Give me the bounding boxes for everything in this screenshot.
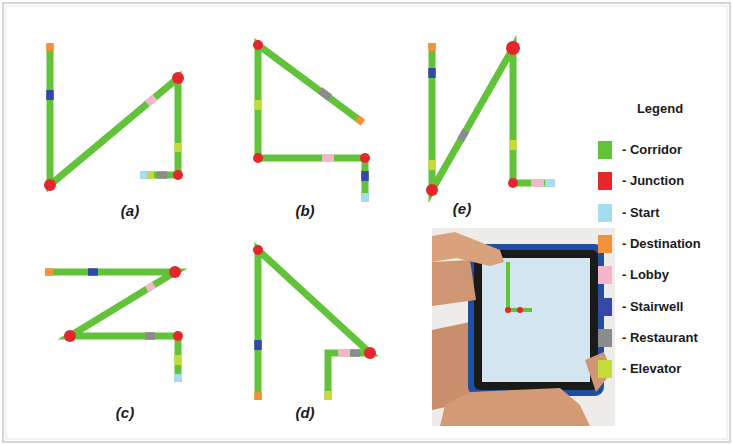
legend-text: - Elevator — [622, 361, 681, 376]
route-feature — [254, 340, 262, 350]
route-feature — [428, 43, 436, 51]
legend-swatch — [598, 235, 612, 253]
route-feature — [147, 171, 154, 179]
legend-text: - Stairwell — [622, 299, 683, 314]
route-feature — [140, 171, 147, 179]
legend-swatch — [598, 360, 612, 378]
route-feature — [88, 268, 98, 276]
route-feature — [460, 130, 466, 140]
route-feature — [174, 143, 182, 152]
tablet-screen — [482, 258, 590, 382]
junction-marker — [173, 170, 183, 180]
figure-frame — [3, 3, 730, 442]
legend-text: - Start — [622, 205, 660, 220]
route-feature — [545, 179, 555, 187]
tablet-bezel — [474, 250, 598, 390]
route-feature — [509, 140, 517, 150]
route-feature — [46, 43, 54, 51]
corridor-route — [50, 45, 178, 185]
panel-label: (e) — [453, 200, 471, 217]
tablet-photo — [432, 228, 615, 426]
junction-marker — [253, 40, 263, 50]
legend-swatch — [598, 204, 612, 222]
legend-text: - Corridor — [622, 142, 682, 157]
panel-label: (c) — [116, 404, 134, 421]
junction-marker — [506, 41, 520, 55]
corridor-route — [258, 250, 370, 400]
legend-text: - Lobby — [622, 267, 669, 282]
panel-label: (b) — [295, 202, 314, 219]
route-feature — [157, 171, 167, 179]
route-feature — [46, 90, 54, 100]
screen-dot — [505, 307, 511, 313]
route-feature — [350, 349, 360, 357]
junction-marker — [426, 184, 438, 196]
screen-dot — [517, 307, 523, 313]
legend-swatch — [598, 329, 612, 347]
junction-marker — [64, 330, 76, 342]
route-feature — [322, 154, 334, 162]
route-feature — [320, 90, 330, 97]
route-feature — [357, 118, 363, 122]
corridor-route — [432, 43, 555, 190]
route-feature — [428, 160, 436, 170]
legend-title: Legend — [637, 101, 683, 116]
panel-label: (d) — [295, 404, 314, 421]
junction-marker — [44, 179, 56, 191]
junction-marker — [364, 347, 376, 359]
holding-hand — [440, 388, 590, 426]
photo-ground — [432, 228, 615, 426]
route-feature — [174, 355, 182, 365]
junction-marker — [172, 72, 184, 84]
junction-marker — [173, 331, 183, 341]
junction-marker — [508, 178, 518, 188]
legend-swatch — [598, 298, 612, 316]
route-feature — [428, 68, 436, 78]
route-diagrams — [44, 40, 555, 400]
legend-text: - Restaurant — [622, 330, 698, 345]
route-feature — [338, 349, 350, 357]
junction-marker — [253, 245, 263, 255]
route-feature — [324, 391, 332, 400]
legend-swatch — [598, 172, 612, 190]
route-feature — [45, 268, 53, 276]
figure-inner-frame — [6, 6, 727, 439]
legend-swatch — [598, 141, 612, 159]
pointing-hand-palm — [432, 260, 476, 306]
route-feature — [147, 285, 154, 290]
route-feature — [531, 179, 544, 187]
panel-label: (a) — [121, 202, 139, 219]
corridor-route — [45, 272, 178, 382]
holding-thumb — [585, 352, 612, 392]
legend-text: - Junction — [622, 173, 684, 188]
junction-marker — [360, 153, 370, 163]
screen-route — [508, 262, 532, 310]
route-feature — [361, 193, 369, 202]
route-feature — [145, 332, 155, 340]
route-feature — [254, 100, 262, 110]
legend-text: - Destination — [622, 236, 701, 251]
route-feature — [147, 97, 155, 103]
route-feature — [254, 392, 262, 400]
corridor-route — [258, 45, 365, 202]
route-feature — [174, 374, 182, 382]
tablet-case — [468, 244, 604, 396]
route-feature — [361, 171, 369, 181]
junction-marker — [169, 266, 181, 278]
legend-swatch — [598, 266, 612, 284]
junction-marker — [253, 153, 263, 163]
